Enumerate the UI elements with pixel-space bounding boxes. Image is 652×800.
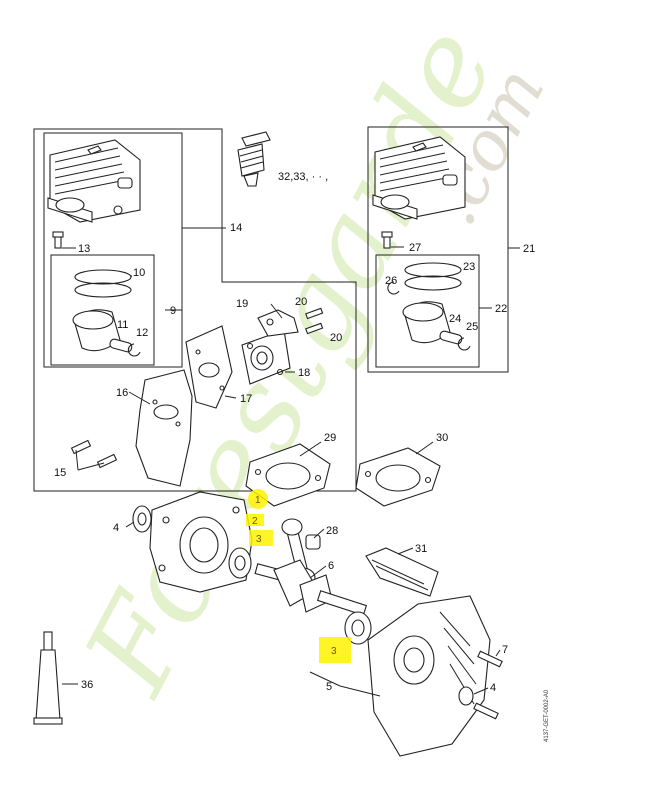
label-14: 14 bbox=[230, 222, 242, 234]
group-frames bbox=[33, 126, 509, 492]
label-31: 31 bbox=[415, 543, 427, 555]
label-2: 2 bbox=[252, 516, 258, 527]
label-9: 9 bbox=[170, 305, 176, 317]
crankshaft-6 bbox=[254, 559, 368, 616]
highlights bbox=[246, 489, 351, 663]
frame-group-9 bbox=[43, 132, 183, 368]
piston-right bbox=[387, 281, 471, 351]
screw-7 bbox=[477, 650, 503, 668]
label-4a: 4 bbox=[113, 522, 119, 534]
crankcase-left bbox=[149, 491, 253, 593]
label-29: 29 bbox=[324, 432, 336, 444]
screw-7b bbox=[473, 702, 499, 720]
bearing-3 bbox=[228, 547, 252, 579]
screw-27 bbox=[381, 231, 404, 249]
spark-plug bbox=[237, 131, 271, 187]
highlight-3b bbox=[319, 637, 351, 663]
label-3a: 3 bbox=[256, 534, 262, 545]
label-6: 6 bbox=[328, 560, 334, 572]
bearing-right bbox=[344, 611, 372, 645]
label-32-33: 32,33, · · , bbox=[278, 171, 328, 183]
cylinder-right bbox=[372, 136, 466, 220]
gasket-17 bbox=[185, 325, 233, 409]
part-19 bbox=[257, 309, 299, 337]
label-30: 30 bbox=[436, 432, 448, 444]
leader-lines bbox=[62, 227, 520, 697]
gasket-16 bbox=[135, 369, 193, 487]
label-22: 22 bbox=[495, 303, 507, 315]
highlight-2 bbox=[246, 514, 264, 526]
highlight-1 bbox=[248, 489, 268, 509]
highlight-3a bbox=[249, 530, 273, 546]
screws-20 bbox=[305, 307, 324, 335]
label-7: 7 bbox=[502, 644, 508, 656]
label-24: 24 bbox=[449, 313, 461, 325]
label-25: 25 bbox=[466, 321, 478, 333]
piston-left bbox=[72, 309, 141, 357]
label-26: 26 bbox=[385, 275, 397, 287]
label-36: 36 bbox=[81, 679, 93, 691]
drawing-code: 4137-GET-0002-A0 bbox=[544, 689, 550, 742]
label-5: 5 bbox=[326, 681, 332, 693]
frame-group-14 bbox=[33, 128, 357, 492]
frame-group-21 bbox=[367, 126, 509, 373]
label-27: 27 bbox=[409, 242, 421, 254]
label-21: 21 bbox=[523, 243, 535, 255]
label-10: 10 bbox=[133, 267, 145, 279]
screws-15 bbox=[70, 439, 118, 469]
frame-group-22 bbox=[375, 254, 480, 368]
gasket-29 bbox=[245, 443, 331, 507]
label-13: 13 bbox=[78, 243, 90, 255]
bearing-4-left bbox=[132, 505, 152, 533]
part-31 bbox=[365, 547, 439, 597]
frame-piston-left bbox=[50, 254, 155, 366]
label-18: 18 bbox=[298, 367, 310, 379]
piston-rings-10 bbox=[74, 269, 132, 298]
label-20a: 20 bbox=[295, 296, 307, 308]
label-4b: 4 bbox=[490, 682, 496, 694]
cylinder-left bbox=[47, 139, 141, 223]
label-20b: 20 bbox=[330, 332, 342, 344]
piston-rings-23 bbox=[404, 262, 462, 291]
screw-13 bbox=[52, 231, 76, 249]
label-17: 17 bbox=[240, 393, 252, 405]
label-15: 15 bbox=[54, 467, 66, 479]
label-11: 11 bbox=[117, 319, 128, 331]
bearing-4-right bbox=[458, 686, 474, 706]
label-12: 12 bbox=[136, 327, 148, 339]
label-16: 16 bbox=[116, 387, 128, 399]
label-28: 28 bbox=[326, 525, 338, 537]
gasket-30 bbox=[355, 447, 441, 507]
sealant-tube-36 bbox=[33, 631, 63, 725]
label-23: 23 bbox=[463, 261, 475, 273]
label-1: 1 bbox=[255, 495, 261, 506]
part-labels: 32,33, · · , 13 14 10 9 11 12 19 20 20 1… bbox=[54, 171, 550, 742]
label-19: 19 bbox=[236, 298, 248, 310]
needle-bearing-28 bbox=[305, 534, 321, 550]
intake-18 bbox=[241, 329, 291, 385]
crankcase-right bbox=[367, 595, 491, 757]
label-3b: 3 bbox=[331, 646, 337, 657]
